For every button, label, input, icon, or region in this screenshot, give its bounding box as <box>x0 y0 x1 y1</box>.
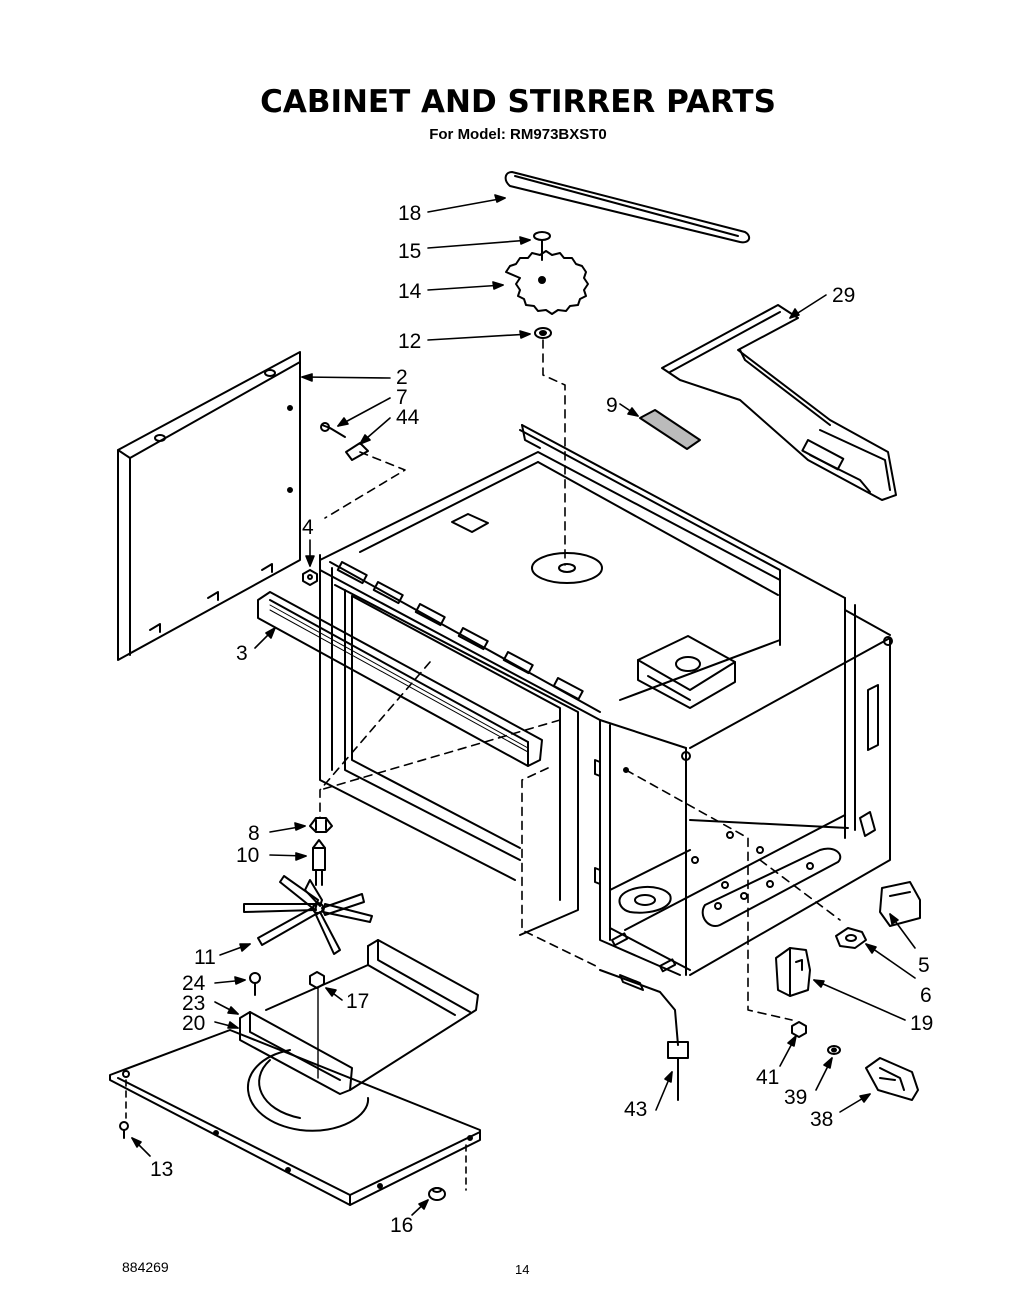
callout-18: 18 <box>398 202 421 225</box>
callout-7: 7 <box>396 386 408 409</box>
callout-17: 17 <box>346 990 369 1013</box>
bottom-plate <box>109 1029 481 1206</box>
callout-6: 6 <box>920 984 932 1007</box>
callout-24: 24 <box>182 972 206 995</box>
page-title: CABINET AND STIRRER PARTS <box>260 84 776 120</box>
part-11-fan-blade <box>243 875 373 955</box>
callout-16: 16 <box>390 1214 413 1237</box>
part-19-switch <box>775 947 811 997</box>
part-24-screw <box>249 972 261 996</box>
callout-4: 4 <box>302 516 314 539</box>
callout-11: 11 <box>194 946 216 969</box>
callout-10: 10 <box>236 844 259 867</box>
callout-15: 15 <box>398 240 421 263</box>
part-2-side-panel <box>117 351 301 661</box>
cabinet-wrapper <box>319 424 893 976</box>
part-18-belt <box>504 171 751 244</box>
part-3-trim-rail <box>257 591 543 767</box>
callout-8: 8 <box>248 822 260 845</box>
callout-9: 9 <box>606 394 618 417</box>
callout-43: 43 <box>624 1098 647 1121</box>
callout-12: 12 <box>398 330 421 353</box>
part-43-probe <box>599 969 689 1101</box>
callout-44: 44 <box>396 406 420 429</box>
callout-19: 19 <box>910 1012 933 1035</box>
part-23-bracket <box>239 1011 353 1095</box>
part-38-terminal-block <box>865 1057 919 1101</box>
page-number: 14 <box>515 1262 530 1277</box>
callout-41: 41 <box>756 1066 779 1089</box>
part-20-stirrer-cover <box>247 939 479 1132</box>
part-16-foot <box>428 1187 446 1201</box>
part-41-nut <box>791 1021 807 1038</box>
part-6-thermal-cutout <box>835 927 867 949</box>
leader-lines <box>131 194 916 1216</box>
callout-3: 3 <box>236 642 248 665</box>
document-number: 884269 <box>122 1259 169 1275</box>
callout-38: 38 <box>810 1108 833 1131</box>
part-12-washer <box>534 327 552 339</box>
part-39-washer <box>827 1045 841 1055</box>
callout-20: 20 <box>182 1012 205 1035</box>
part-15-clip <box>533 231 551 261</box>
callout-5: 5 <box>918 954 930 977</box>
callout-14: 14 <box>398 280 422 303</box>
part-14-stirrer-blade <box>505 250 589 315</box>
part-4-nut <box>302 569 318 586</box>
part-5-relay <box>879 881 921 927</box>
part-9-filter <box>639 409 701 450</box>
callout-23: 23 <box>182 992 205 1015</box>
part-29-duct-bracket <box>661 304 897 501</box>
model-subtitle: For Model: RM973BXST0 <box>429 126 607 143</box>
callout-13: 13 <box>150 1158 173 1181</box>
callout-labels: 18 15 14 12 29 2 7 44 9 4 3 8 10 11 24 2… <box>150 202 933 1237</box>
part-10-shaft <box>312 839 326 886</box>
callout-2: 2 <box>396 366 408 389</box>
part-44-clip <box>345 442 369 461</box>
part-7-screw <box>320 422 346 438</box>
part-13-screw <box>119 1121 129 1139</box>
part-8-bushing <box>309 817 333 833</box>
callout-39: 39 <box>784 1086 807 1109</box>
callout-29: 29 <box>832 284 855 307</box>
